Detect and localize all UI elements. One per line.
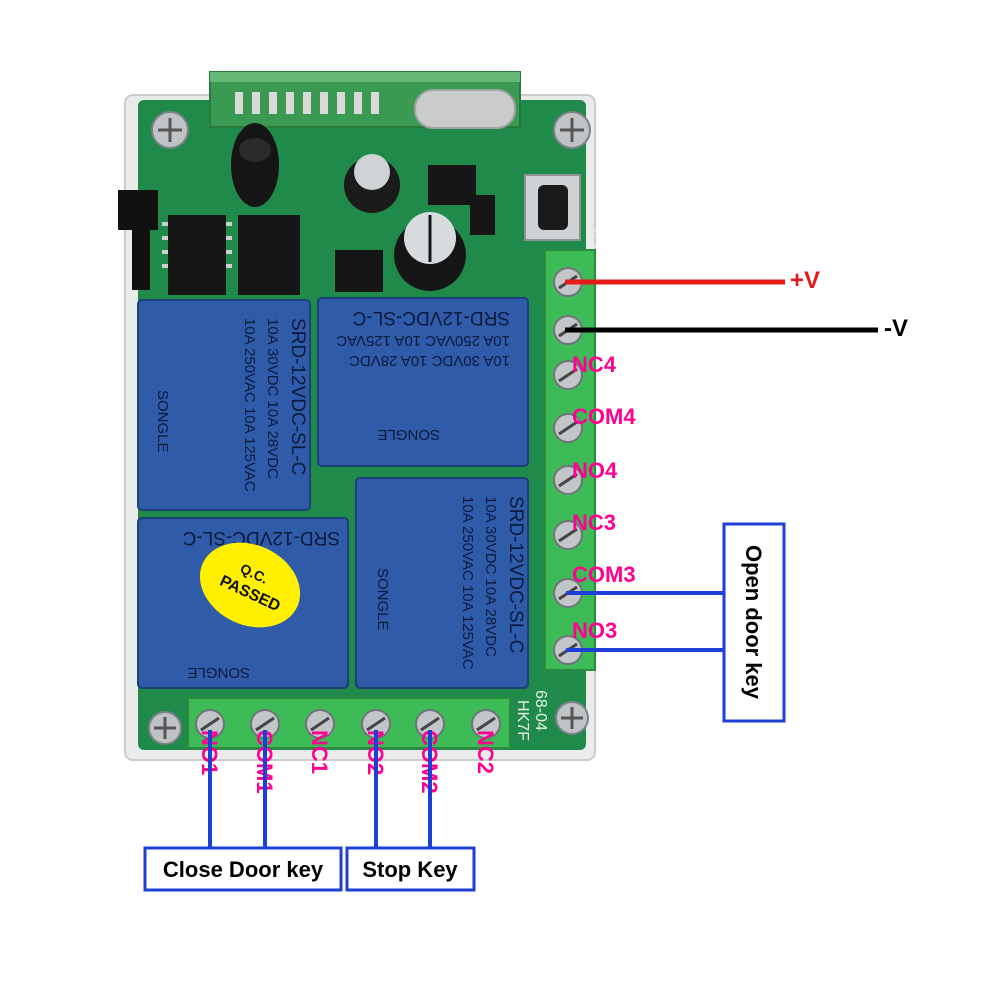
- capacitor-large: [394, 212, 466, 291]
- relay-k2: SRD-12VDC-SL-C 10A 250VAC 10A 125VAC 10A…: [317, 297, 529, 467]
- module-pins: [235, 92, 379, 114]
- svg-text:10A 250VAC 10A 125VAC: 10A 250VAC 10A 125VAC: [336, 332, 510, 349]
- svg-text:10A 30VDC 10A 28VDC: 10A 30VDC 10A 28VDC: [264, 318, 281, 479]
- terminal-label-nc4: NC4: [572, 352, 617, 377]
- relay-k4: SRD-12VDC-SL-C 10A 30VDC 10A 28VDC 10A 2…: [355, 477, 529, 689]
- stop-key-box: [345, 846, 476, 892]
- bottom-screw-5: [415, 709, 445, 739]
- svg-text:10A 250VAC 10A 125VAC: 10A 250VAC 10A 125VAC: [241, 318, 258, 492]
- terminal-label-com4: COM4: [572, 404, 636, 429]
- ic-pins: [162, 222, 232, 268]
- ic-chip-2: [238, 215, 300, 295]
- open-door-key-box: [722, 522, 786, 723]
- terminal-label-nc3: NC3: [572, 510, 616, 535]
- label-positive: +V: [790, 267, 820, 294]
- open-door-key-label: Open door key: [741, 545, 766, 700]
- svg-text:10A 30VDC 10A 28VDC: 10A 30VDC 10A 28VDC: [482, 496, 499, 657]
- svg-text:SONGLE: SONGLE: [374, 568, 391, 631]
- screw-top-left: [151, 111, 189, 149]
- stop-key-label: Stop Key: [362, 857, 458, 882]
- bottom-screw-3: [305, 709, 335, 739]
- ic-chip-1: [168, 215, 226, 295]
- ic-chip-3: [335, 250, 383, 292]
- label-negative: -V: [884, 315, 908, 342]
- bottom-terminal-block: [187, 697, 511, 749]
- bottom-screw-2: [250, 709, 280, 739]
- board-code: HK7F: [514, 700, 531, 741]
- qc-passed-sticker: Q.C. PASSED: [199, 542, 301, 628]
- close-door-key-box: [143, 846, 343, 892]
- capacitor-small: [344, 154, 400, 213]
- bottom-terminal-screws: [195, 709, 501, 739]
- crystal: [414, 89, 516, 129]
- jumper-header: [118, 190, 158, 290]
- inductor: [231, 123, 279, 207]
- svg-text:10A 30VDC 10A 28VDC: 10A 30VDC 10A 28VDC: [349, 352, 510, 369]
- svg-text:10A 250VAC 10A 125VAC: 10A 250VAC 10A 125VAC: [459, 496, 476, 670]
- right-screw-5: [553, 465, 583, 495]
- terminal-label-nc2: NC2: [473, 730, 498, 774]
- svg-text:SRD-12VDC-SL-C: SRD-12VDC-SL-C: [505, 496, 526, 653]
- svg-text:SRD-12VDC-SL-C: SRD-12VDC-SL-C: [287, 318, 308, 475]
- terminal-label-com3: COM3: [572, 562, 636, 587]
- screw-bottom-left: [148, 711, 182, 745]
- svg-text:SRD-12VDC-SL-C: SRD-12VDC-SL-C: [353, 307, 510, 328]
- bottom-screw-1: [195, 709, 225, 739]
- learn-label: LEARN: [587, 230, 598, 263]
- relay-k1: SRD-12VDC-SL-C 10A 30VDC 10A 28VDC 10A 2…: [137, 299, 311, 511]
- svg-text:SONGLE: SONGLE: [154, 390, 171, 453]
- right-screw-6: [553, 520, 583, 550]
- right-screw-4: [553, 413, 583, 443]
- terminal-label-no3: NO3: [572, 618, 617, 643]
- learn-button-icon: [524, 174, 581, 241]
- screw-top-right: [553, 111, 591, 149]
- terminal-label-no4: NO4: [572, 458, 618, 483]
- right-screw-3: [553, 360, 583, 390]
- terminal-label-nc1: NC1: [307, 730, 332, 774]
- svg-text:SRD-12VDC-SL-C: SRD-12VDC-SL-C: [183, 527, 340, 548]
- close-door-key-label: Close Door key: [163, 857, 324, 882]
- bottom-screw-6: [471, 709, 501, 739]
- board-code-2: 68-04: [532, 690, 549, 731]
- screw-bottom-right: [555, 701, 589, 735]
- svg-text:SONGLE: SONGLE: [187, 664, 250, 681]
- svg-text:SONGLE: SONGLE: [377, 426, 440, 443]
